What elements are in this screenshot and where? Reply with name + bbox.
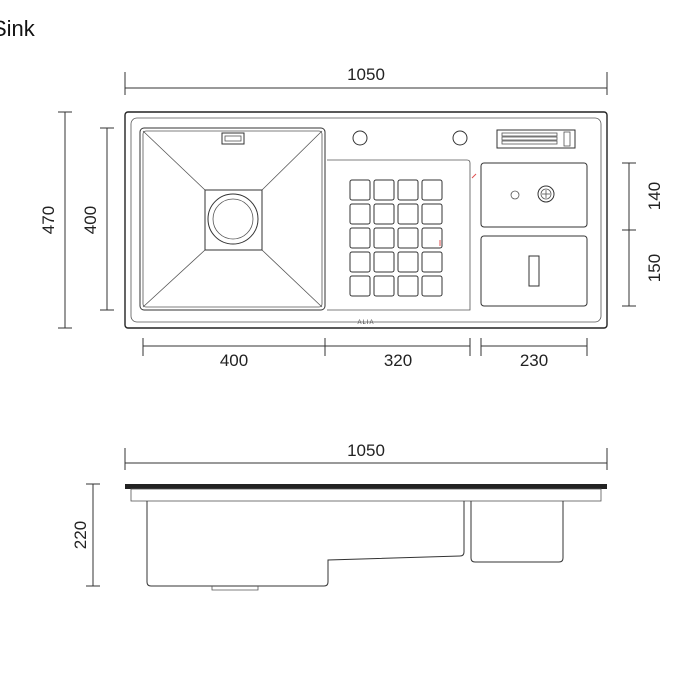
drain-grid (349, 179, 443, 297)
dim-label-400-bottom: 400 (220, 351, 248, 370)
drain-grid-cell (397, 203, 419, 225)
tap-hole-left (352, 130, 368, 146)
drainboard (327, 130, 477, 311)
drain-grid-cell (373, 251, 395, 273)
dim-label-140: 140 (645, 182, 664, 210)
dim-label-150: 150 (645, 254, 664, 282)
drain-grid-cell (349, 179, 371, 201)
soap-dispenser-icon (537, 185, 555, 203)
dim-side-overall: 1050 (124, 441, 608, 470)
drain-grid-cell (349, 227, 371, 249)
drain-grid-cell (397, 275, 419, 297)
dim-label-470: 470 (39, 206, 58, 234)
dim-top-overall: 1050 (124, 65, 608, 95)
drain-grid-cell (373, 275, 395, 297)
lower-tray (480, 235, 588, 307)
drain-grid-cell (421, 251, 443, 273)
drain-grid-cell (349, 203, 371, 225)
tap-hole-right (452, 130, 468, 146)
brand-logo: ALIA (357, 320, 374, 326)
dim-label-230: 230 (520, 351, 548, 370)
drain-grid-cell (349, 251, 371, 273)
drain-grid-cell (421, 227, 443, 249)
drain-grid-cell (397, 251, 419, 273)
dim-label-220: 220 (71, 521, 90, 549)
dim-label-1050-top: 1050 (347, 65, 385, 84)
drain-grid-cell (373, 179, 395, 201)
page-title: Sink (0, 16, 35, 41)
dim-label-1050-side: 1050 (347, 441, 385, 460)
drain-grid-cell (421, 203, 443, 225)
dim-label-320: 320 (384, 351, 412, 370)
drain-grid-cell (421, 275, 443, 297)
dim-right-trays: 140 150 (622, 162, 664, 307)
side-view (125, 484, 607, 591)
drain-grid-cell (421, 179, 443, 201)
dim-left-400: 400 (81, 127, 114, 311)
sink-outer-frame (124, 111, 608, 329)
upper-tray (480, 162, 588, 228)
drain-grid-cell (397, 227, 419, 249)
drain-grid-cell (373, 203, 395, 225)
main-basin (139, 127, 326, 311)
utility-holder (496, 129, 576, 149)
sink-inner-frame (130, 117, 602, 323)
drain-icon (207, 193, 259, 245)
dim-side-height: 220 (71, 483, 100, 587)
overflow-slot (221, 132, 245, 145)
drain-grid-cell (397, 179, 419, 201)
dim-label-400-side: 400 (81, 206, 100, 234)
dim-left-470: 470 (39, 111, 72, 329)
drain-grid-cell (373, 227, 395, 249)
dim-bottom-sections: 400 320 230 (142, 338, 588, 370)
drain-grid-cell (349, 275, 371, 297)
